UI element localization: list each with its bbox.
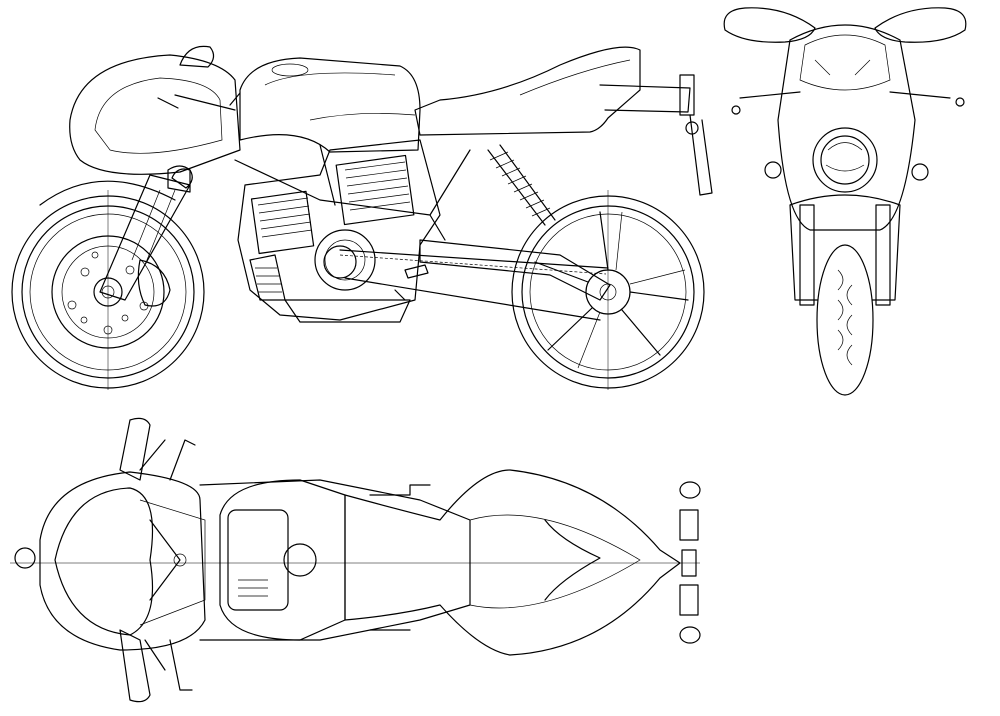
- front-fairing: [777, 24, 916, 231]
- tail-light-icon: [685, 121, 699, 135]
- seat: [414, 46, 641, 136]
- front-wheel: [11, 190, 205, 390]
- left-mirror: [723, 7, 816, 43]
- right-mirror: [874, 7, 967, 43]
- tail-section: [599, 74, 713, 196]
- top-body: [199, 479, 471, 641]
- side-view: [11, 45, 713, 390]
- rear-wheel: [511, 190, 705, 390]
- front-brake-caliper: [137, 259, 171, 307]
- top-view: [10, 417, 701, 703]
- top-seat: [344, 469, 681, 656]
- drive-chain: [323, 245, 609, 321]
- front-fork: [99, 165, 191, 301]
- top-fairing: [39, 471, 206, 651]
- turn-signal: [171, 168, 193, 189]
- footpeg: [394, 264, 429, 301]
- right-fork-leg: [875, 204, 891, 306]
- handlebars: [739, 91, 951, 99]
- left-fork-leg: [799, 204, 815, 306]
- fuel-cap: [283, 543, 317, 577]
- top-fuel-tank: [219, 479, 346, 641]
- top-right-mirror: [119, 629, 151, 703]
- front-tire: [816, 244, 874, 396]
- top-left-mirror: [119, 417, 151, 481]
- front-fender-front: [789, 194, 901, 301]
- front-view: [723, 7, 967, 396]
- rear-turn-signal-right-mount: [679, 584, 699, 616]
- rear-shock: [487, 144, 556, 226]
- front-fender: [39, 180, 176, 206]
- right-turn-signal: [911, 163, 929, 181]
- side-mirror: [179, 45, 215, 68]
- headlight: [812, 127, 878, 193]
- frame: [234, 144, 471, 241]
- left-turn-signal: [764, 161, 782, 179]
- fuel-tank: [239, 57, 421, 153]
- rear-turn-signal-left-mount: [679, 509, 699, 541]
- swingarm: [419, 239, 611, 301]
- engine: [237, 139, 441, 323]
- fairing: [69, 45, 241, 175]
